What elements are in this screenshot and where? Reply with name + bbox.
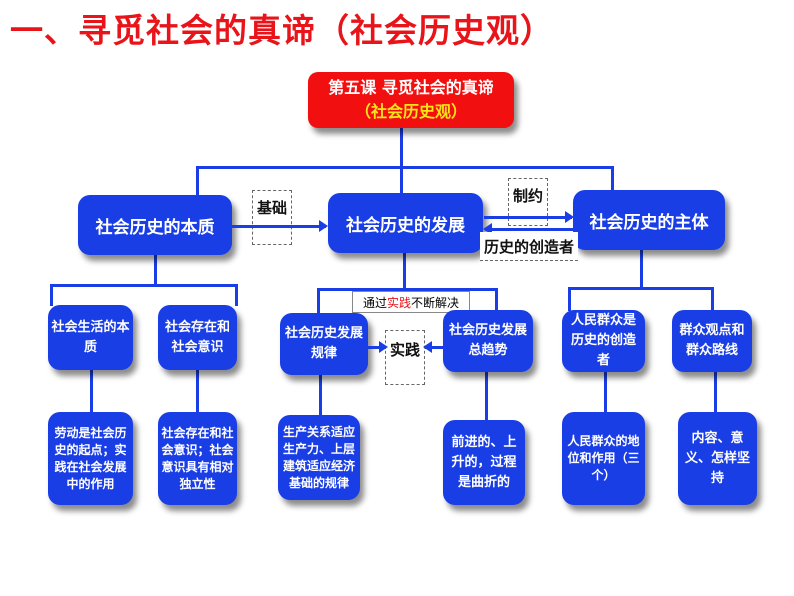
connector <box>711 287 714 311</box>
connector <box>714 372 717 412</box>
page-title: 一、寻觅社会的真谛（社会历史观） <box>10 11 554 50</box>
arrow-right <box>368 341 388 353</box>
node-essence: 社会历史的本质 <box>78 195 232 255</box>
node-development: 社会历史的发展 <box>328 193 483 253</box>
node-social-life: 社会生活的本质 <box>48 305 133 370</box>
label-creator: 历史的创造者 <box>480 232 578 261</box>
detail-labor: 劳动是社会历史的起点；实践在社会发展中的作用 <box>48 412 133 505</box>
solve-highlight: 实践 <box>386 295 411 310</box>
solve-suffix: 不断解决 <box>411 295 460 310</box>
arrow-right <box>232 220 328 232</box>
connector <box>235 284 238 306</box>
connector <box>196 166 199 196</box>
arrow-left <box>423 341 443 353</box>
connector <box>403 253 406 289</box>
connector <box>50 284 238 287</box>
node-trend: 社会历史发展总趋势 <box>443 310 533 372</box>
connector <box>90 370 93 413</box>
connector <box>196 166 614 169</box>
connector <box>317 288 320 314</box>
detail-mass-line: 内容、意义、怎样坚持 <box>678 412 757 505</box>
connector <box>196 370 199 413</box>
arrow-right <box>484 211 574 223</box>
connector <box>604 372 607 412</box>
label-solve: 通过实践不断解决 <box>352 291 470 313</box>
root-node: 第五课 寻觅社会的真谛 （社会历史观） <box>308 72 514 128</box>
detail-law: 生产关系适应生产力、上层建筑适应经济基础的规律 <box>278 415 360 500</box>
connector <box>317 288 498 291</box>
label-practice: 实践 <box>385 330 425 385</box>
connector <box>50 284 53 306</box>
node-law: 社会历史发展规律 <box>280 313 368 375</box>
node-subject: 社会历史的主体 <box>573 190 725 250</box>
connector <box>154 255 157 285</box>
connector <box>400 128 403 168</box>
solve-prefix: 通过 <box>362 295 387 310</box>
connector <box>495 288 498 312</box>
node-people-creators: 人民群众是历史的创造者 <box>562 310 645 372</box>
connector <box>568 287 714 290</box>
label-basis: 基础 <box>252 190 292 245</box>
connector <box>640 250 643 288</box>
detail-consciousness: 社会存在和社会意识；社会意识具有相对独立性 <box>158 412 237 505</box>
connector <box>319 375 322 415</box>
node-mass-line: 群众观点和群众路线 <box>672 310 752 372</box>
root-title: 第五课 寻觅社会的真谛 <box>328 78 494 97</box>
node-existence-consciousness: 社会存在和社会意识 <box>158 305 237 370</box>
detail-trend: 前进的、上升的，过程是曲折的 <box>443 420 525 505</box>
connector <box>400 166 403 194</box>
connector <box>611 166 614 192</box>
connector <box>485 372 488 420</box>
detail-people-role: 人民群众的地位和作用（三个） <box>562 412 645 505</box>
arrow-left <box>483 223 573 235</box>
label-constraint: 制约 <box>508 178 548 226</box>
root-subtitle: （社会历史观） <box>354 102 467 121</box>
connector <box>568 287 571 311</box>
